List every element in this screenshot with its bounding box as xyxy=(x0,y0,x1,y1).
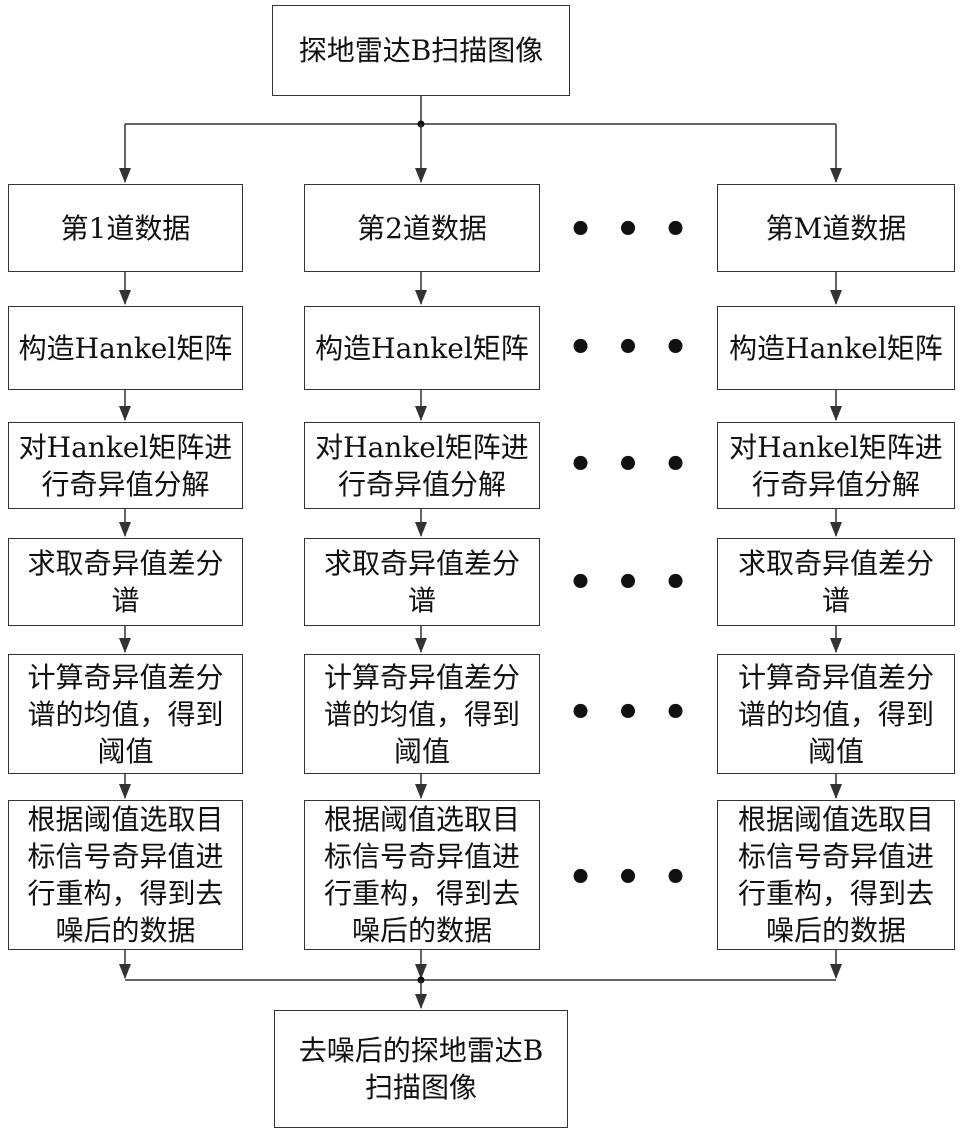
ellipsis-row3: • • • xyxy=(560,445,700,485)
col1-step2-box: 构造Hankel矩阵 xyxy=(8,306,243,390)
arrowhead-8 xyxy=(119,784,131,799)
ellipsis-row4: • • • xyxy=(560,563,700,603)
arrowhead-1 xyxy=(119,168,131,183)
arrowhead-7 xyxy=(119,638,131,653)
colM-step1-box: 第M道数据 xyxy=(717,184,955,272)
arrowhead-21 xyxy=(830,964,842,979)
col2-step6-box: 根据阈值选取目 标信号奇异值进 行重构，得到去 噪后的数据 xyxy=(304,800,540,950)
ellipsis-row5: • • • xyxy=(560,693,700,733)
arrowhead-10 xyxy=(415,406,427,421)
colM-step4-box: 求取奇异值差分 谱 xyxy=(717,538,955,626)
input-bscan-box: 探地雷达B扫描图像 xyxy=(272,5,570,96)
ellipsis-row2: • • • xyxy=(560,328,700,368)
colM-step6-box: 根据阈值选取目 标信号奇异值进 行重构，得到去 噪后的数据 xyxy=(717,800,955,950)
arrowhead-11 xyxy=(415,522,427,537)
arrowhead-12 xyxy=(415,638,427,653)
col1-step5-box: 计算奇异值差分 谱的均值，得到 阈值 xyxy=(8,654,243,774)
arrowhead-3 xyxy=(830,168,842,183)
col2-step5-box: 计算奇异值差分 谱的均值，得到 阈值 xyxy=(304,654,540,774)
arrowhead-15 xyxy=(830,406,842,421)
arrowhead-2 xyxy=(415,168,427,183)
arrowhead-6 xyxy=(119,522,131,537)
arrowhead-5 xyxy=(119,406,131,421)
col2-step3-box: 对Hankel矩阵进 行奇异值分解 xyxy=(304,422,540,509)
col2-step1-box: 第2道数据 xyxy=(304,184,540,272)
col2-step4-box: 求取奇异值差分 谱 xyxy=(304,538,540,626)
col1-step1-box: 第1道数据 xyxy=(8,184,243,272)
arrowhead-13 xyxy=(415,784,427,799)
arrowhead-14 xyxy=(830,290,842,305)
colM-step3-box: 对Hankel矩阵进 行奇异值分解 xyxy=(717,422,955,509)
col1-step3-box: 对Hankel矩阵进 行奇异值分解 xyxy=(8,422,243,509)
colM-step2-box: 构造Hankel矩阵 xyxy=(717,306,955,390)
col1-step4-box: 求取奇异值差分 谱 xyxy=(8,538,243,626)
arrowhead-19 xyxy=(119,964,131,979)
arrowhead-9 xyxy=(415,290,427,305)
col1-step6-box: 根据阈值选取目 标信号奇异值进 行重构，得到去 噪后的数据 xyxy=(8,800,243,950)
output-denoised-box: 去噪后的探地雷达B 扫描图像 xyxy=(274,1010,568,1128)
col2-step2-box: 构造Hankel矩阵 xyxy=(304,306,540,390)
arrowhead-4 xyxy=(119,290,131,305)
arrowhead-22 xyxy=(415,994,427,1009)
arrowhead-17 xyxy=(830,638,842,653)
ellipsis-row6: • • • xyxy=(560,858,700,898)
arrowhead-18 xyxy=(830,784,842,799)
ellipsis-row1: • • • xyxy=(560,210,700,250)
arrowhead-16 xyxy=(830,522,842,537)
colM-step5-box: 计算奇异值差分 谱的均值，得到 阈值 xyxy=(717,654,955,774)
